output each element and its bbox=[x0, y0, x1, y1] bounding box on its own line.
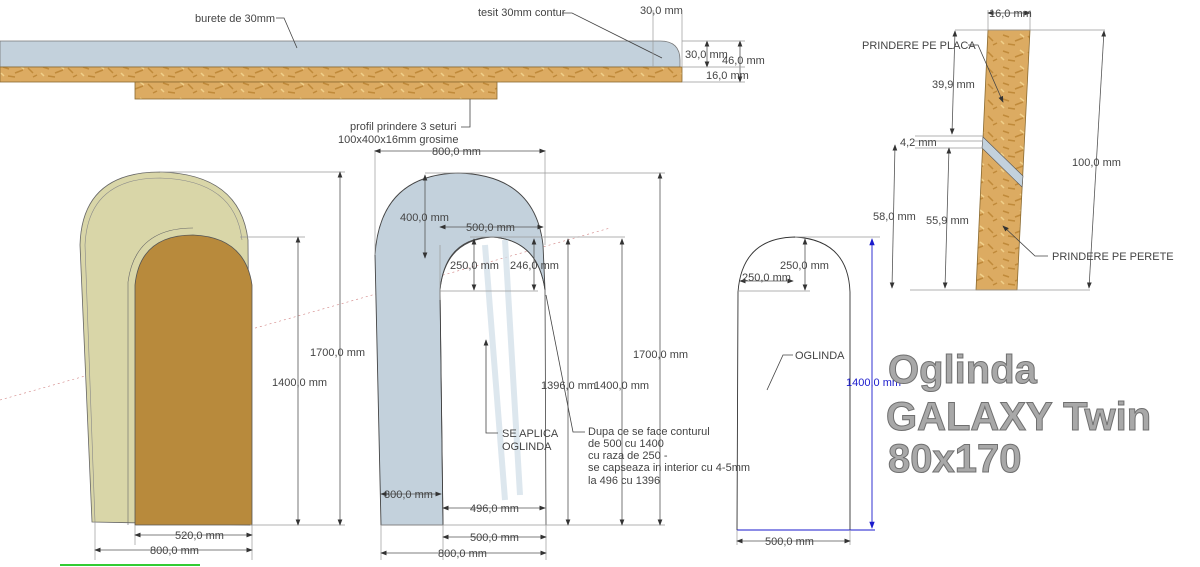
instruction-note: Dupa ce se face conturul de 500 cu 1400 … bbox=[588, 426, 750, 487]
note-line: Dupa ce se face conturul bbox=[588, 426, 710, 438]
label-bottom: PRINDERE PE PERETE bbox=[1052, 251, 1174, 263]
dim-gap: 4,2 mm bbox=[900, 137, 937, 149]
dim-lower-outer: 58,0 mm bbox=[873, 211, 916, 223]
bevel-label: tesit 30mm contur bbox=[478, 7, 566, 19]
mirror-note-1: SE APLICA bbox=[502, 428, 559, 440]
note-line: la 496 cu 1396 bbox=[588, 475, 660, 487]
note-line: cu raza de 250 - bbox=[588, 450, 668, 462]
dim-height-total: 1700,0 mm bbox=[633, 349, 688, 361]
profile-label-1: profil prindere 3 seturi bbox=[350, 121, 456, 133]
chipboard-layer bbox=[0, 66, 683, 83]
foam-layer bbox=[0, 40, 681, 68]
dim-radius-h: 250,0 mm bbox=[742, 272, 791, 284]
note-line: de 500 cu 1400 bbox=[588, 438, 664, 450]
dim-total: 46,0 mm bbox=[722, 55, 765, 67]
dim-side-width: 300,0 mm bbox=[384, 489, 433, 501]
dim-height-reduced: 1396,0 mm bbox=[541, 380, 596, 392]
title-line-1: Oglinda bbox=[888, 348, 1038, 392]
dim-radius-v: 250,0 mm bbox=[780, 260, 829, 272]
dim-width-bottom-inner: 500,0 mm bbox=[470, 532, 519, 544]
dim-thickness: 16,0 mm bbox=[989, 8, 1032, 20]
foam-label: burete de 30mm bbox=[195, 13, 275, 25]
dim-radius-inner-reduced: 246,0 mm bbox=[510, 260, 559, 272]
dim-width-opening: 500,0 mm bbox=[466, 222, 515, 234]
title-line-3: 80x170 bbox=[888, 437, 1021, 481]
dim-width-top: 800,0 mm bbox=[432, 146, 481, 158]
dim-width-reduced: 496,0 mm bbox=[470, 503, 519, 515]
dim-lower-inner: 55,9 mm bbox=[926, 215, 969, 227]
dim-height-inner: 1400,0 mm bbox=[272, 377, 327, 389]
arch-frame-view: 800,0 mm 400,0 mm 500,0 mm 250,0 mm 246,… bbox=[374, 146, 750, 560]
dim-height-opening: 1400,0 mm bbox=[594, 380, 649, 392]
mounting-profile bbox=[134, 81, 498, 100]
bracket-cut bbox=[981, 136, 1024, 188]
dim-total: 100,0 mm bbox=[1072, 157, 1121, 169]
dim-bevel: 30,0 mm bbox=[640, 5, 683, 17]
dim-width-bottom: 800,0 mm bbox=[438, 548, 487, 560]
dim-width-outer: 800,0 mm bbox=[150, 545, 199, 557]
dim-board: 16,0 mm bbox=[706, 70, 749, 82]
dim-width-inner: 520,0 mm bbox=[175, 530, 224, 542]
mirror-label: OGLINDA bbox=[795, 350, 845, 362]
bracket-view: 16,0 mm PRINDERE PE PLACA 39,9 mm 4,2 mm… bbox=[862, 8, 1174, 291]
dim-mirror-height: 1400,0 mm bbox=[846, 377, 901, 389]
label-top: PRINDERE PE PLACA bbox=[862, 40, 976, 52]
note-line: se capseaza in interior cu 4-5mm bbox=[588, 462, 750, 474]
dim-radius-inner: 250,0 mm bbox=[450, 260, 499, 272]
mirror-view: 250,0 mm 250,0 mm OGLINDA 1400,0 mm 500,… bbox=[736, 236, 901, 548]
dim-top: 39,9 mm bbox=[932, 79, 975, 91]
dim-radius-outer: 400,0 mm bbox=[400, 212, 449, 224]
mirror-note-2: OGLINDA bbox=[502, 441, 552, 453]
arch-inner bbox=[134, 234, 253, 526]
top-section-profile: burete de 30mm tesit 30mm contur 30,0 mm… bbox=[0, 5, 765, 146]
title-line-2: GALAXY Twin bbox=[886, 395, 1151, 439]
frame-shape bbox=[374, 172, 546, 526]
profile-label-2: 100x400x16mm grosime bbox=[338, 134, 458, 146]
product-title: Oglinda GALAXY Twin 80x170 bbox=[886, 348, 1152, 482]
dim-mirror-width: 500,0 mm bbox=[765, 536, 814, 548]
arch-3d-view: 1700,0 mm 1400,0 mm 520,0 mm 800,0 mm bbox=[79, 171, 365, 560]
dim-height-outer: 1700,0 mm bbox=[310, 347, 365, 359]
